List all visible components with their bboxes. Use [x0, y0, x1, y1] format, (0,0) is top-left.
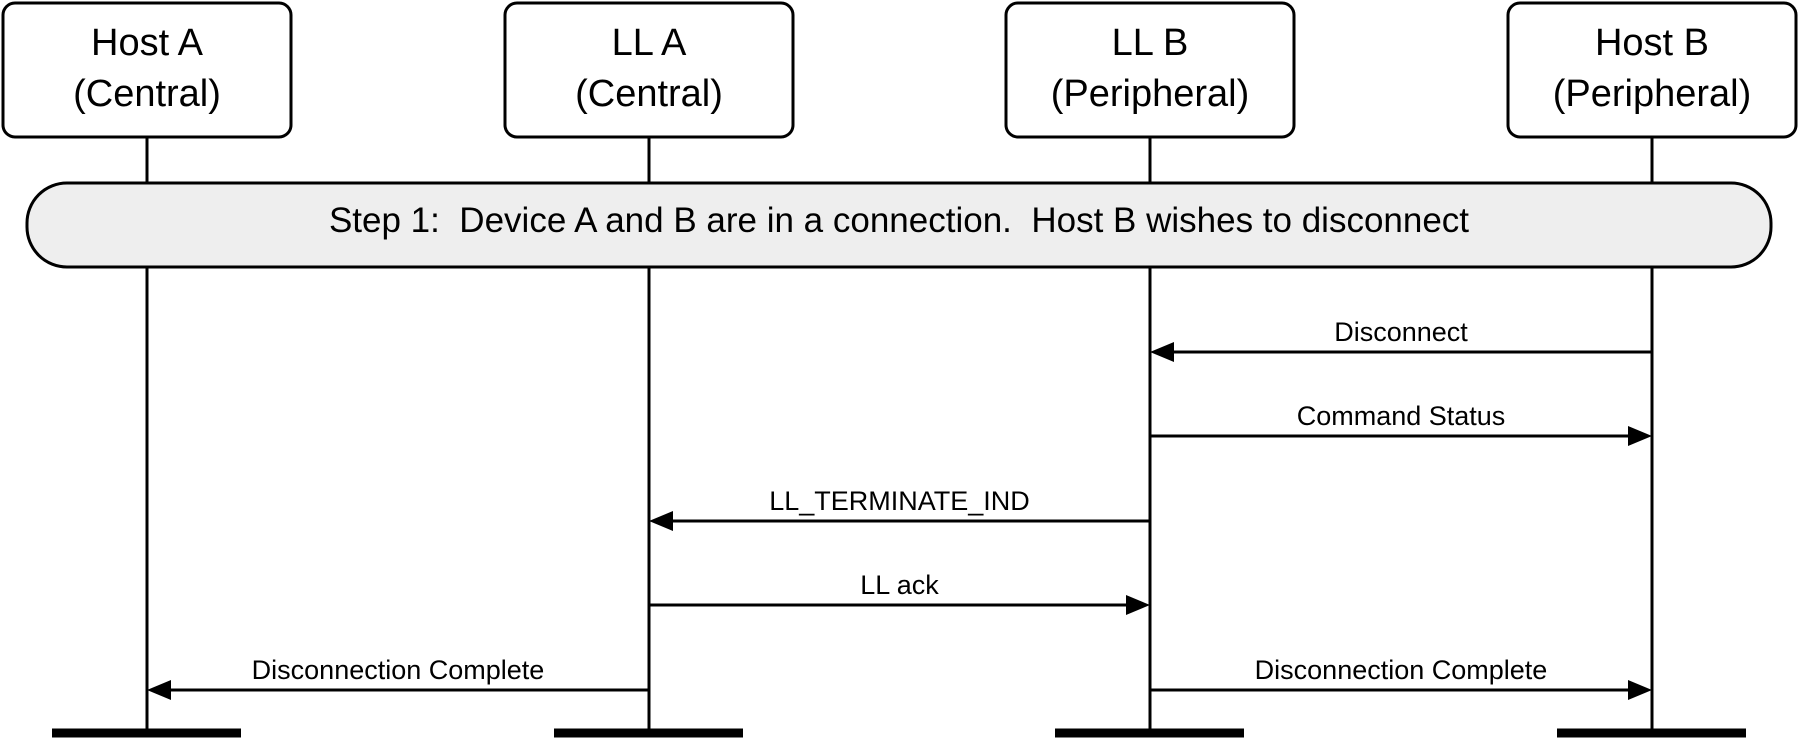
- participant-host-a: Host A (Central): [1, 1, 293, 139]
- message-label: LL ack: [860, 570, 939, 600]
- participant-name: Host A: [91, 22, 204, 64]
- arrowhead-icon: [1126, 595, 1150, 615]
- message-5: Disconnection Complete: [1150, 655, 1652, 700]
- participant-name: Host B: [1595, 22, 1709, 64]
- message-label: Command Status: [1297, 401, 1506, 431]
- participant-ll-a: LL A (Central): [503, 1, 795, 139]
- message-label: LL_TERMINATE_IND: [769, 486, 1030, 516]
- message-2: LL_TERMINATE_IND: [649, 486, 1150, 531]
- arrowhead-icon: [1150, 342, 1174, 362]
- participant-ll-b: LL B (Peripheral): [1004, 1, 1296, 139]
- message-label: Disconnect: [1334, 317, 1468, 347]
- message-0: Disconnect: [1150, 317, 1652, 362]
- arrowhead-icon: [1628, 680, 1652, 700]
- participant-role: (Central): [575, 73, 723, 115]
- participant-host-b: Host B (Peripheral): [1506, 1, 1798, 139]
- arrowhead-icon: [1628, 426, 1652, 446]
- participant-role: (Peripheral): [1553, 73, 1752, 115]
- participant-name: LL A: [612, 22, 687, 64]
- message-4: Disconnection Complete: [147, 655, 649, 700]
- step-text: Step 1: Device A and B are in a connecti…: [329, 201, 1469, 240]
- participant-role: (Central): [73, 73, 221, 115]
- message-3: LL ack: [649, 570, 1150, 615]
- participant-name: LL B: [1112, 22, 1189, 64]
- arrowhead-icon: [649, 511, 673, 531]
- message-1: Command Status: [1150, 401, 1652, 446]
- message-label: Disconnection Complete: [252, 655, 545, 685]
- arrowhead-icon: [147, 680, 171, 700]
- message-label: Disconnection Complete: [1255, 655, 1548, 685]
- step-banner: Step 1: Device A and B are in a connecti…: [25, 181, 1773, 269]
- participant-role: (Peripheral): [1051, 73, 1250, 115]
